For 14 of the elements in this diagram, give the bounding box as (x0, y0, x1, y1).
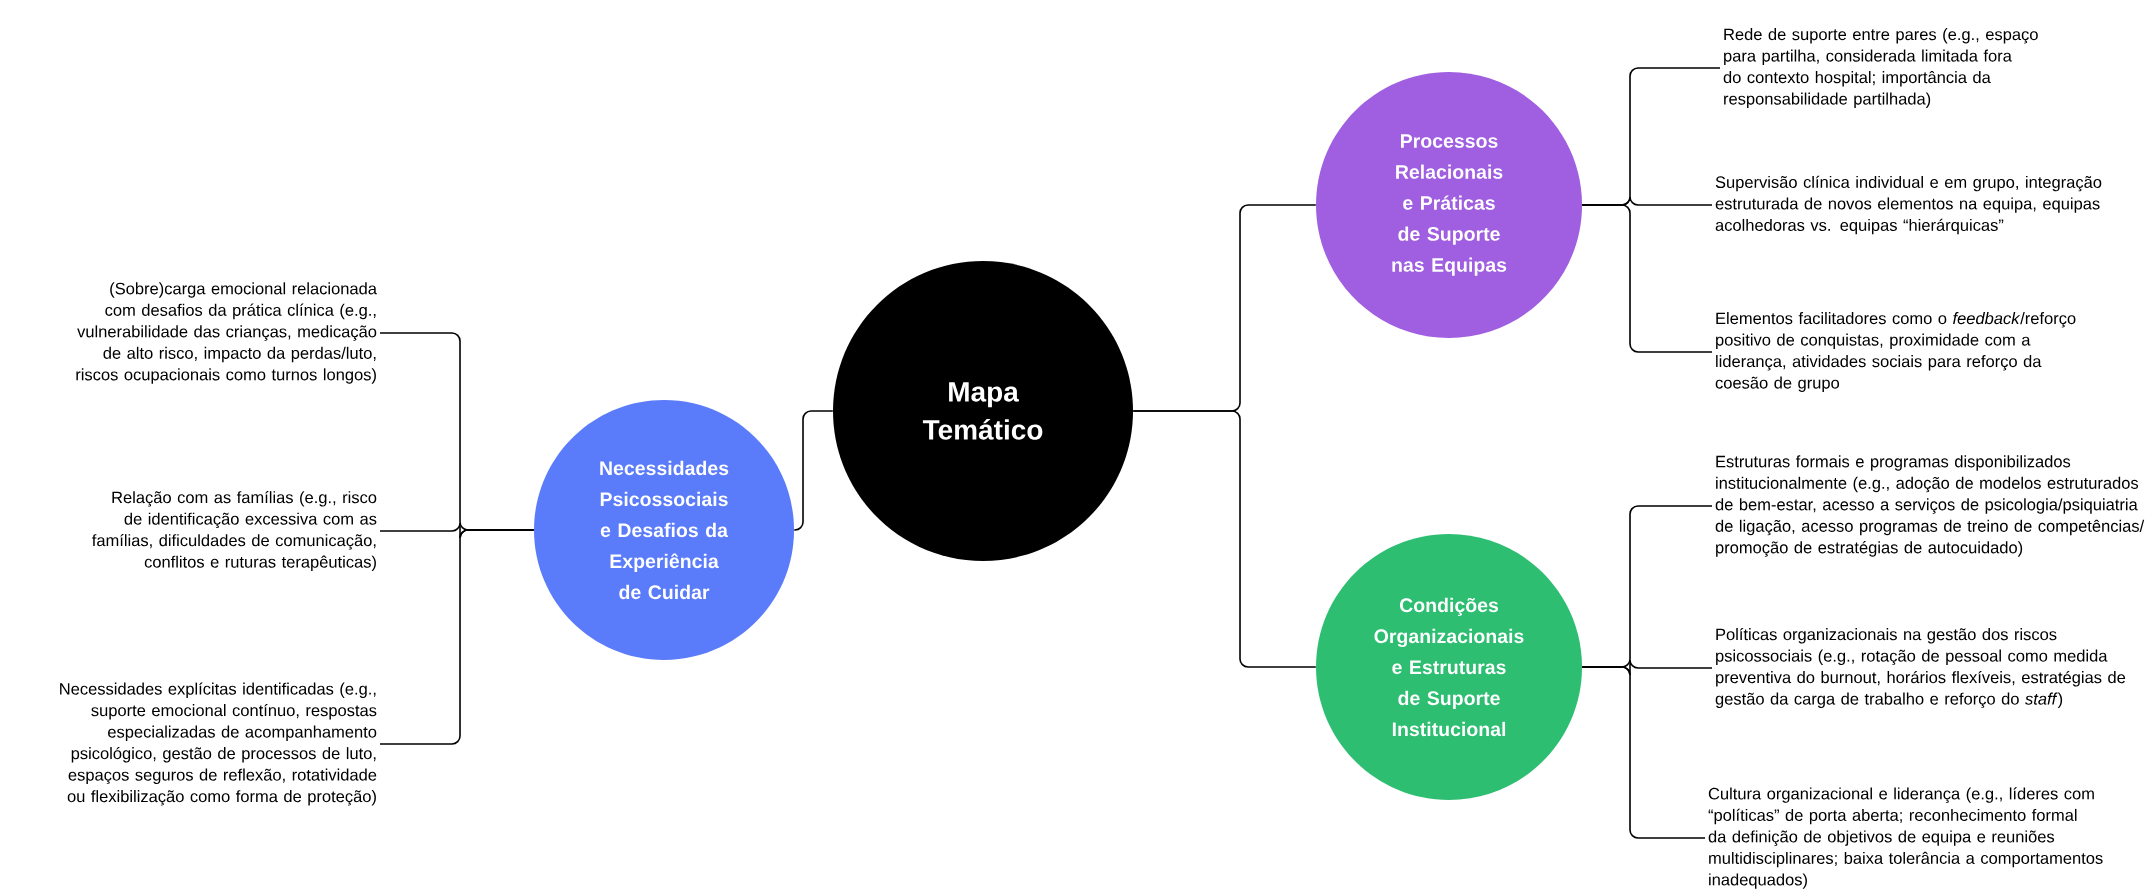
note-text: Rede de suporte entre pares (e.g., espaço para partilha, considerada limitada fora do contexto hospital; importância da responsabilidade partilhada) (1723, 28, 2038, 108)
note-text: Políticas organizacionais na gestão dos riscos psicossociais (e.g., rotação de pessoal como medida preventiva do burnout, horários flexíveis, estratégias de gestão da carga de trabalho e reforço do staff) (1715, 627, 2126, 709)
note-text: Necessidades explícitas identificadas (e.g., suporte emocional contínuo, respostas especializadas de acompanhamento psicológico, gestão de processos de luto, espaços seguros de reflexão, rotatividade ou flexibilização como forma de proteção) (60, 682, 377, 806)
connector-line (379, 529, 535, 745)
note-text: Relação com as famílias (e.g., risco de identificação excessiva com as famílias, dificuldades de comunicação, conflitos e ruturas terapêuticas) (92, 490, 377, 572)
note-text: (Sobre)carga emocional relacionada com desafios da prática clínica (e.g., vulnerabilidade das crianças, medicação de alto risco, impacto da perdas/luto, riscos ocupacionais como turnos longos) (76, 282, 377, 384)
note-text: Cultura organizacional e liderança (e.g., líderes com “políticas” de porta aberta; reconhecimento formal da definição de objetivos de equipa e reuniões multidisciplinares; baixa tolerância a comportamentos inadequados) (1708, 787, 2103, 889)
connector-line (1581, 204, 1713, 353)
note-text: Estruturas formais e programas disponibilizados institucionalmente (e.g., adoção de modelos estruturados de bem-estar, acesso a serviços de psicologia/psiquiatria de ligação, acesso programas de treino de competências/ promoção de estratégias de autocuidado) (1715, 455, 2145, 557)
connector-line (793, 410, 834, 531)
connector-line (1581, 666, 1706, 839)
connector-line (1132, 410, 1317, 668)
note-text: Supervisão clínica individual e em grupo, integração estruturada de novos elementos na equipa, equipas acolhedoras vs. equipas “hierárquicas” (1715, 175, 2102, 235)
note-text: Elementos facilitadores como o feedback/reforço positivo de conquistas, proximidade com a liderança, atividades sociais para reforço da coesão de grupo (1715, 312, 2076, 392)
